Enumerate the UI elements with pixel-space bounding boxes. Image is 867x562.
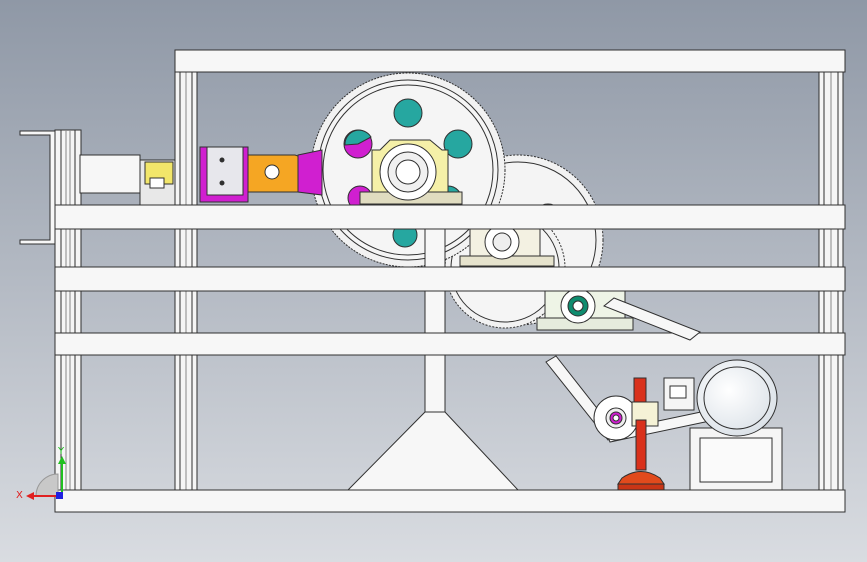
main-bearing-block: [359, 139, 463, 205]
adjuster-foot: [617, 419, 665, 491]
axis-triad: X Y: [16, 446, 66, 501]
gear-hole-right: [443, 129, 473, 159]
horizontal-rails: [54, 204, 846, 356]
x-axis-label: X: [16, 490, 23, 501]
rail-top: [54, 204, 846, 230]
rail-middle: [54, 266, 846, 292]
motor: [633, 359, 783, 491]
left-outer-post: [54, 129, 82, 511]
base-beam: [54, 489, 846, 513]
stand-column: [424, 228, 446, 413]
rail-lower: [54, 332, 846, 356]
gear-hole-top: [393, 98, 423, 128]
tensioner-pulley: [593, 395, 659, 441]
z-axis-marker: [56, 492, 63, 499]
top-beam: [174, 49, 846, 73]
linear-actuator: [79, 146, 323, 206]
y-axis-label: Y: [57, 446, 65, 457]
